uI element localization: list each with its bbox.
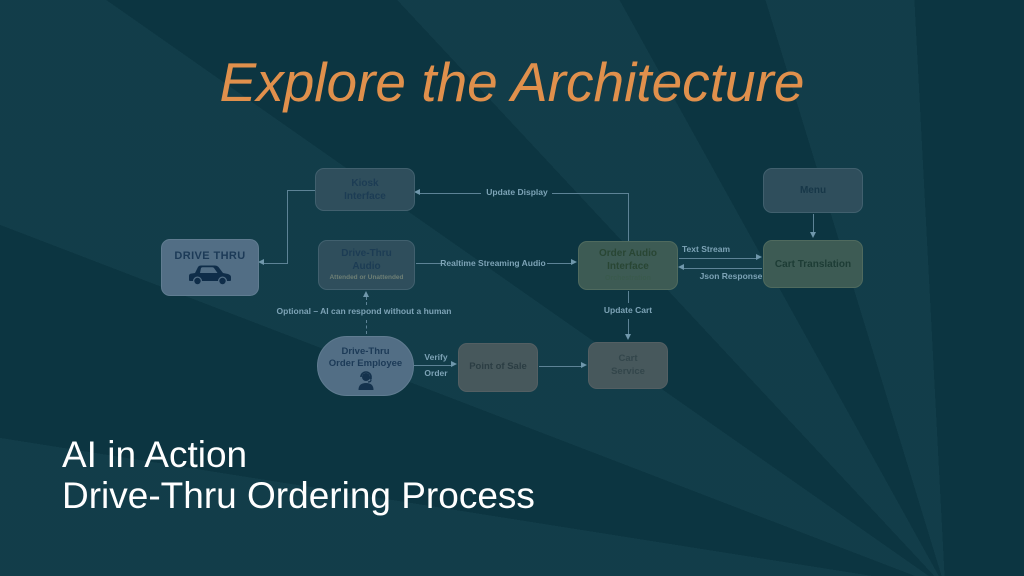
connector-text-stream — [679, 258, 758, 259]
node-order-audio-interface: Order Audio Interface Orchestration — [578, 241, 678, 290]
footer-text: AI in Action Drive-Thru Ordering Process — [62, 434, 535, 517]
edge-label-update-cart: Update Cart — [603, 305, 653, 315]
node-label: Interface — [607, 261, 649, 273]
node-label: Order Audio — [599, 248, 657, 260]
node-label: Drive-Thru — [341, 248, 392, 260]
node-label: Cart Translation — [774, 258, 852, 270]
node-kiosk-interface: Kiosk Interface — [315, 168, 415, 211]
connector-menu-cart-translation — [813, 214, 814, 233]
connector-update-display — [420, 193, 481, 194]
node-label: Kiosk — [351, 177, 379, 189]
node-label: Cart — [618, 353, 638, 365]
connector-verify-order — [414, 365, 453, 366]
edge-label-json-response: Json Response — [699, 271, 763, 281]
connector-pos-cart-service — [539, 366, 583, 367]
node-label: Service — [611, 365, 645, 377]
node-drive-thru-order-employee: Drive-Thru Order Employee — [317, 336, 414, 396]
footer-subtitle: Drive-Thru Ordering Process — [62, 475, 535, 517]
connector-update-display — [552, 193, 629, 194]
arrowhead-into-order-audio-json — [678, 264, 684, 270]
connector-kiosk-drivethru — [287, 190, 288, 263]
headset-person-icon — [358, 371, 373, 390]
node-label: DRIVE THRU — [174, 250, 246, 262]
arrowhead-into-cart-service-pos — [581, 362, 587, 368]
connector-update-cart — [628, 291, 629, 303]
edge-label-order: Order — [424, 368, 448, 378]
node-label: Point of Sale — [469, 361, 527, 373]
node-label: Order Employee — [328, 358, 403, 369]
arrowhead-into-cart-translation-menu — [810, 232, 816, 238]
car-icon — [189, 265, 231, 285]
edge-label-verify: Verify — [424, 352, 448, 362]
connector-realtime-audio — [547, 263, 573, 264]
node-menu: Menu — [763, 168, 863, 213]
node-subtitle: Attended or Unattended — [329, 274, 404, 282]
arrowhead-into-drivethru — [258, 259, 264, 265]
connector-kiosk-drivethru — [264, 263, 288, 264]
connector-update-cart — [628, 319, 629, 335]
arrowhead-into-kiosk — [414, 189, 420, 195]
node-drive-thru-audio: Drive-Thru Audio Attended or Unattended — [318, 240, 415, 290]
arrowhead-into-pos — [451, 361, 457, 367]
node-label: Interface — [344, 190, 386, 202]
arrowhead-into-audio-optional — [363, 291, 369, 297]
arrowhead-into-cart-translation — [756, 254, 762, 260]
edge-label-text-stream: Text Stream — [681, 244, 731, 254]
connector-optional-dashed — [366, 320, 367, 334]
edge-label-realtime-audio: Realtime Streaming Audio — [440, 258, 546, 268]
connector-json-response — [684, 268, 762, 269]
slide-title: Explore the Architecture — [219, 51, 805, 113]
node-drive-thru: DRIVE THRU — [161, 239, 259, 296]
edge-label-optional-note: Optional – AI can respond without a huma… — [276, 306, 452, 316]
connector-realtime-audio — [416, 263, 443, 264]
node-point-of-sale: Point of Sale — [458, 343, 538, 392]
arrowhead-into-order-audio — [571, 259, 577, 265]
edge-label-update-display: Update Display — [486, 187, 548, 197]
node-label: Drive-Thru — [341, 346, 390, 358]
node-cart-translation: Cart Translation — [763, 240, 863, 288]
connector-optional-dashed — [366, 297, 367, 305]
node-label: Audio — [352, 261, 381, 273]
node-subtitle: Orchestration — [605, 275, 651, 283]
node-cart-service: Cart Service — [588, 342, 668, 389]
footer-title: AI in Action — [62, 434, 248, 475]
connector-update-display — [628, 194, 629, 241]
arrowhead-into-cart-service — [625, 334, 631, 340]
connector-kiosk-drivethru — [287, 190, 315, 191]
node-label: Menu — [799, 185, 827, 196]
